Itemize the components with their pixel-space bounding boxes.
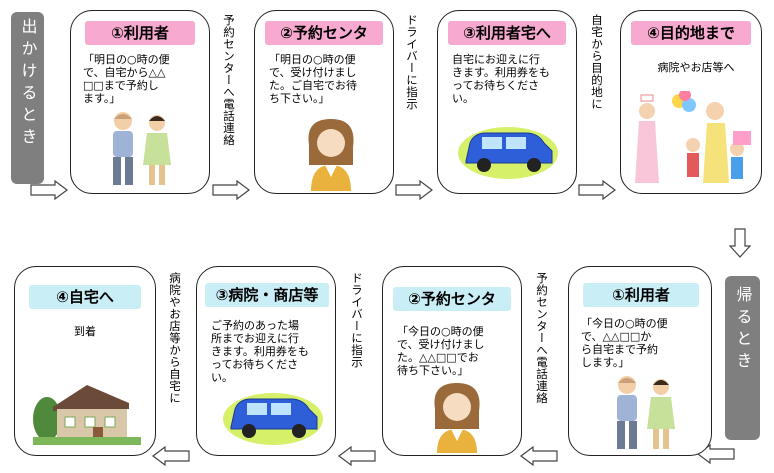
right-arrow-icon xyxy=(212,180,250,200)
returning-step1-title: ①利用者 xyxy=(583,283,699,307)
returning-label-dest-to-home: 病院やお店等から自宅に xyxy=(168,272,182,404)
couple-illustration xyxy=(617,376,675,449)
house-illustration xyxy=(33,385,141,445)
returning-step2-card: ②予約センタ 「今日の○時の便 で、受け付けまし た。△△□□でお 待ち下さい。… xyxy=(382,266,522,456)
returning-step4-text: 到着 xyxy=(74,325,96,338)
returning-step1-text: 「今日の○時の便 で、△△□□か ら自宅まで予約 します。」 xyxy=(581,317,668,369)
returning-label-call-center: 予約センターへ電話連絡 xyxy=(535,272,549,404)
down-arrow-icon xyxy=(729,228,751,258)
returning-step4-title: ④自宅へ xyxy=(29,285,141,309)
returning-side-label: 帰るとき xyxy=(725,276,760,440)
going-step1-title: ①利用者 xyxy=(85,21,195,45)
left-arrow-icon xyxy=(152,446,190,466)
returning-step2-text: 「今日の○時の便 で、受け付けまし た。△△□□でお 待ち下さい。」 xyxy=(397,325,485,377)
going-step2-card: ②予約センタ 「明日の○時の便 で、受け付けまし た。ご自宅でお待 ち下さい。」 xyxy=(254,10,394,194)
left-arrow-icon xyxy=(338,446,376,466)
going-label-home-to-dest: 自宅から目的地に xyxy=(590,14,604,110)
returning-step3-text: ご予約のあった場 所までお迎えに行 きます。利用券をも ってお待ちくださ い。 xyxy=(211,319,309,384)
right-arrow-icon xyxy=(578,180,616,200)
couple-illustration xyxy=(113,112,171,185)
going-step4-title: ④目的地まで xyxy=(631,21,751,45)
car-illustration xyxy=(223,393,323,445)
hospital-family-illustration xyxy=(635,91,751,183)
left-arrow-icon xyxy=(520,446,558,466)
returning-step4-card: ④自宅へ 到着 xyxy=(14,266,156,456)
car-illustration xyxy=(458,127,558,179)
going-step2-title: ②予約センタ xyxy=(265,21,383,45)
left-arrow-icon xyxy=(697,444,735,464)
going-step3-card: ③利用者宅へ 自宅にお迎えに行 きます。利用券をも ってお待ちくださ い。 xyxy=(437,10,577,194)
returning-step3-card: ③病院・商店等 ご予約のあった場 所までお迎えに行 きます。利用券をも ってお待… xyxy=(196,266,336,456)
right-arrow-icon xyxy=(30,180,68,200)
operator-illustration xyxy=(434,383,480,453)
going-step4-text: 病院やお店等へ xyxy=(657,61,735,74)
going-step2-text: 「明日の○時の便 で、受け付けまし た。ご自宅でお待 ち下さい。」 xyxy=(269,53,357,105)
going-step3-title: ③利用者宅へ xyxy=(448,21,566,45)
going-label-call-center: 予約センターへ電話連絡 xyxy=(222,14,236,146)
operator-illustration xyxy=(308,119,354,191)
returning-step2-title: ②予約センタ xyxy=(393,287,511,311)
returning-step1-card: ①利用者 「今日の○時の便 で、△△□□か ら自宅まで予約 します。」 xyxy=(568,266,712,456)
returning-label-driver: ドライバーに指示 xyxy=(350,272,364,368)
going-side-label: 出かけるとき xyxy=(11,12,44,184)
right-arrow-icon xyxy=(395,180,433,200)
going-step1-card: ①利用者 「明日の○時の便 で、自宅から△△ □□まで予約し ます。」 xyxy=(70,10,210,194)
returning-step3-title: ③病院・商店等 xyxy=(205,283,329,307)
going-step4-card: ④目的地まで 病院やお店等へ xyxy=(620,10,762,194)
going-step1-text: 「明日の○時の便 で、自宅から△△ □□まで予約し ます。」 xyxy=(83,53,170,105)
going-step3-text: 自宅にお迎えに行 きます。利用券をも ってお待ちくださ い。 xyxy=(452,53,550,105)
going-label-driver: ドライバーに指示 xyxy=(405,14,419,110)
